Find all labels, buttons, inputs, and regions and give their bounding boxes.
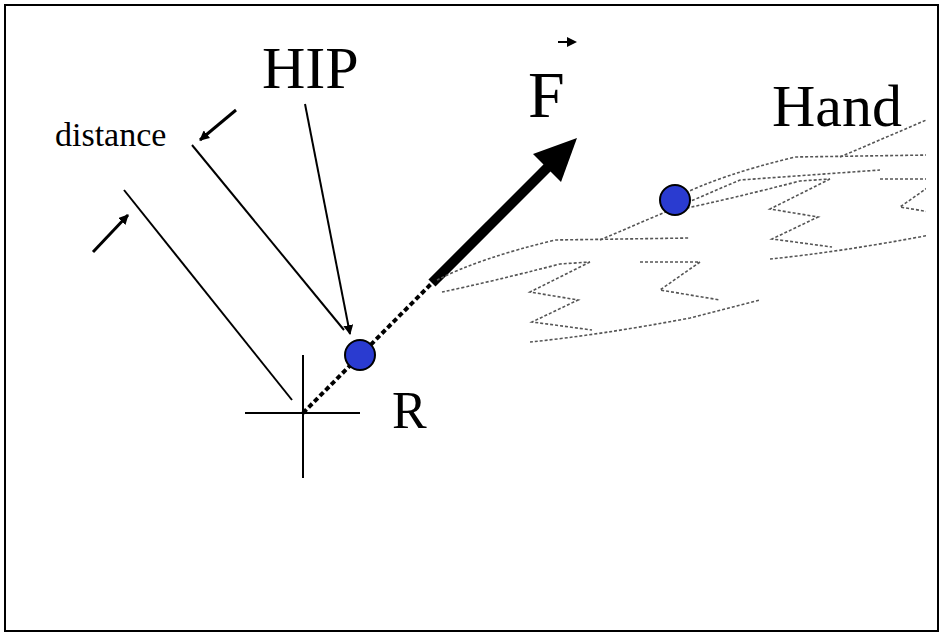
leader-line [305,104,350,334]
hand-point [660,185,690,215]
hip-label: HIP [262,38,359,98]
hand-label: Hand [772,76,902,136]
force-arrowhead [533,138,577,182]
sphere: R [118,228,488,598]
vector-symbol [567,37,577,47]
distance-label: distance [55,118,166,152]
leader-line [124,190,292,400]
radius-label: R [392,385,427,437]
force-label: F [528,62,565,128]
sphere-outline [118,228,488,598]
dimension-arrow [200,110,236,140]
hand-sketch [437,170,880,342]
dimension-arrow [93,215,128,252]
hip-point [345,340,375,370]
crosshair [302,355,304,478]
leader-line [192,145,344,330]
frame [5,5,938,631]
force-arrow [432,163,552,283]
